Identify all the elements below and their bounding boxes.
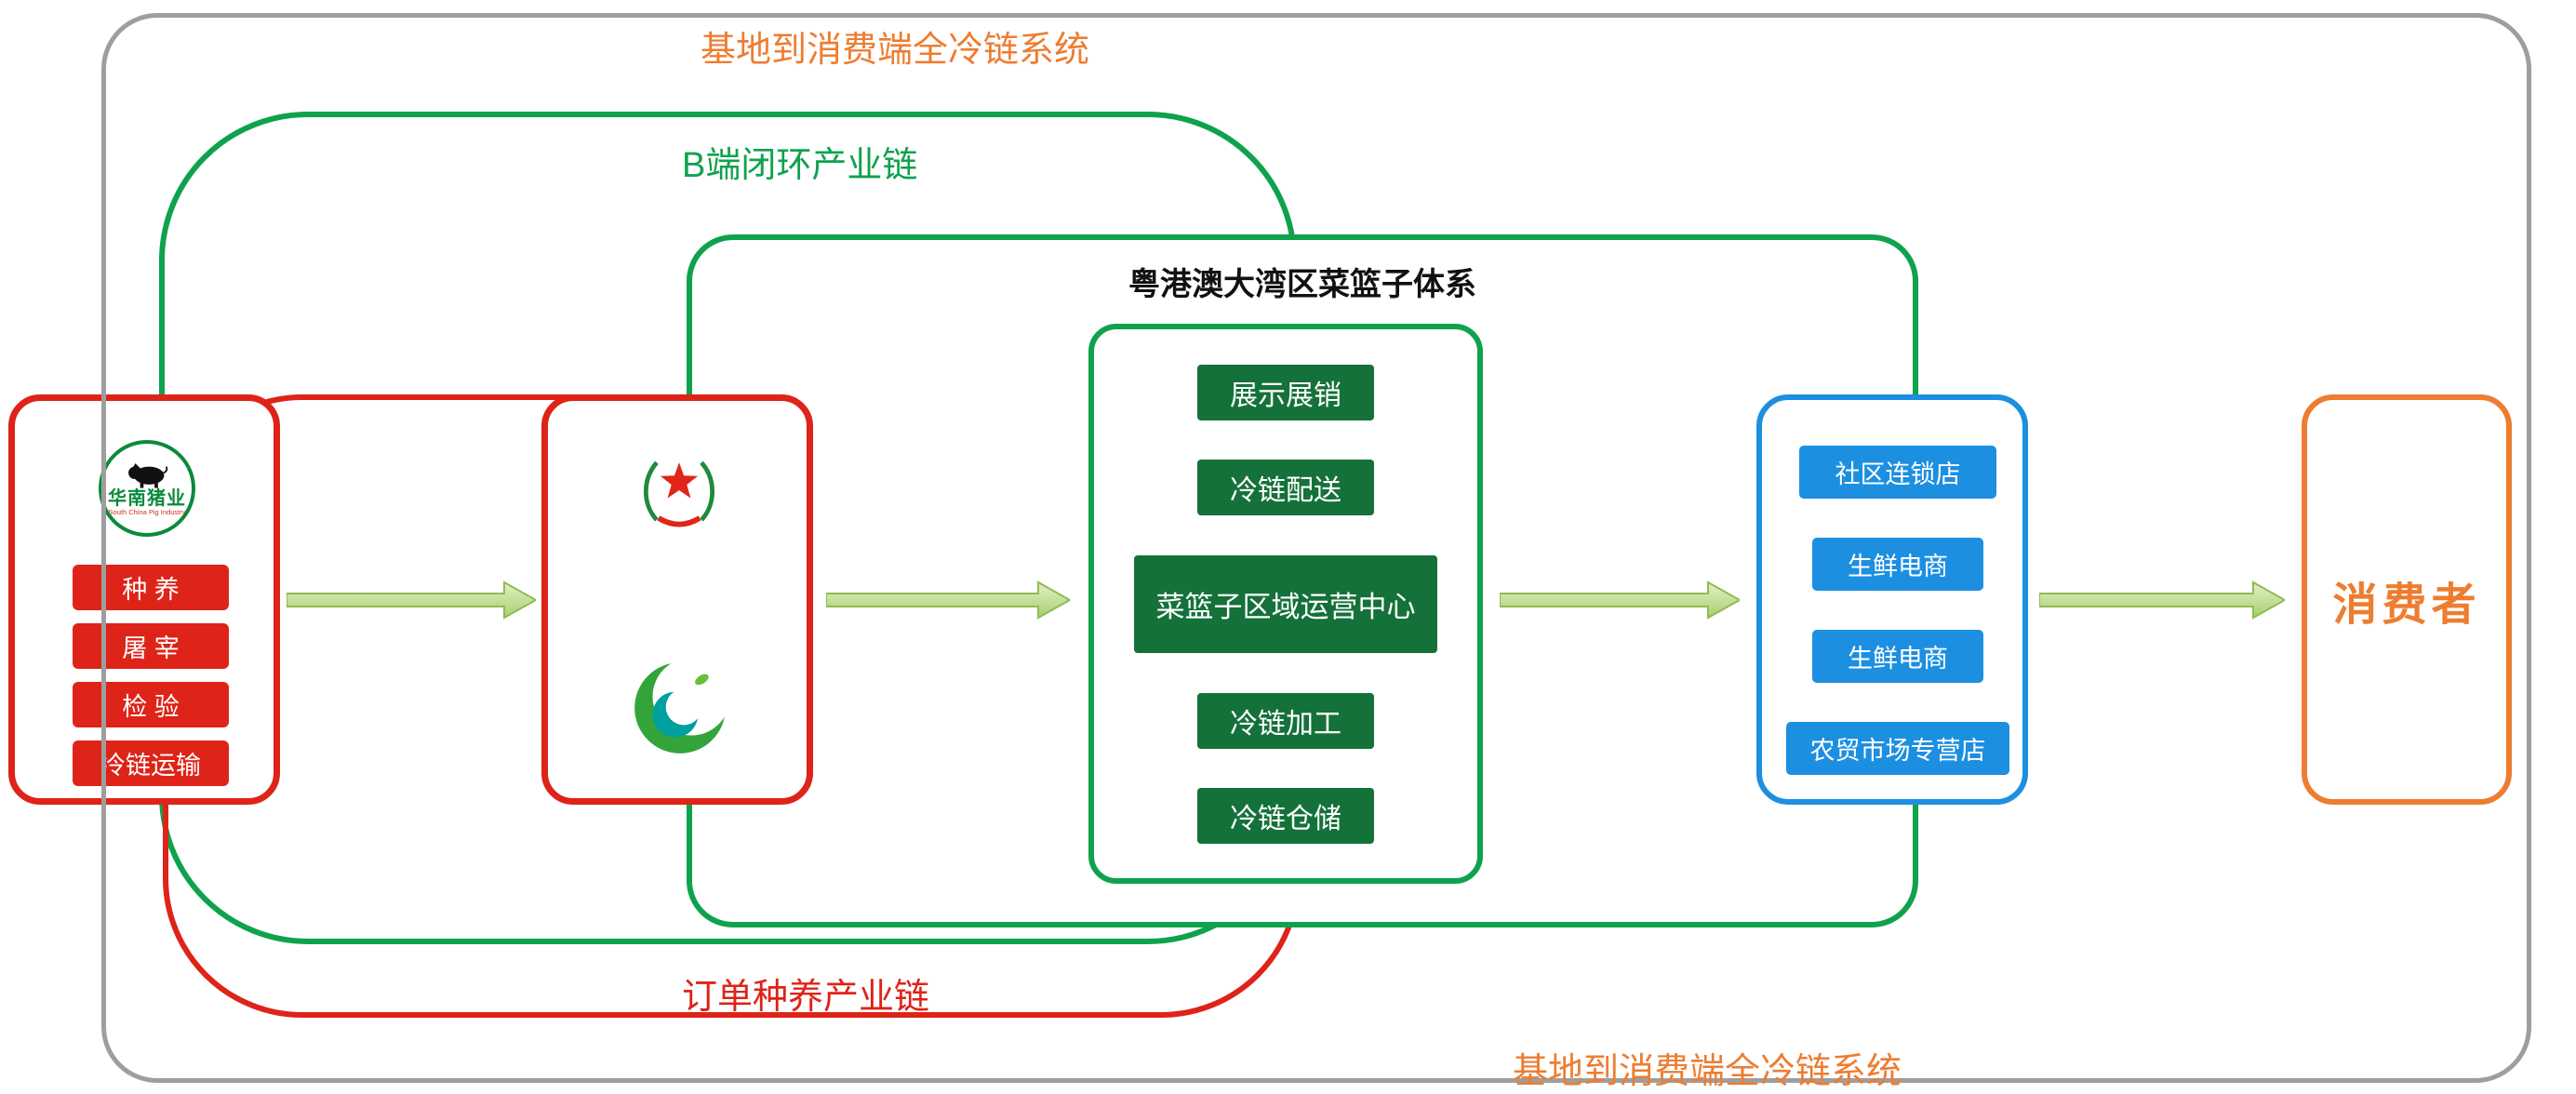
pig-silhouette-icon xyxy=(124,460,170,489)
consumer-label: 消费者 xyxy=(2332,580,2481,630)
node-cold-chain-processing: 冷链加工 xyxy=(1197,693,1374,749)
channel-farmers-market-store: 农贸市场专营店 xyxy=(1786,722,2009,775)
node-exhibition: 展示展销 xyxy=(1197,365,1374,420)
order-loop-label: 订单种养产业链 xyxy=(682,978,930,1017)
farm-card: 华南猪业 South China Pig Industry 种 养 屠 宰 检 … xyxy=(8,394,280,805)
node-cold-chain-storage: 冷链仓储 xyxy=(1197,788,1374,844)
system-label-bottom: 基地到消费端全冷链系统 xyxy=(1512,1052,1902,1091)
system-label-top: 基地到消费端全冷链系统 xyxy=(700,31,1090,70)
channel-fresh-ecommerce-2: 生鲜电商 xyxy=(1812,630,1983,683)
retail-card: 社区连锁店 生鲜电商 生鲜电商 农贸市场专营店 xyxy=(1756,394,2028,805)
basket-system-title: 粤港澳大湾区菜篮子体系 xyxy=(1128,267,1476,302)
node-regional-operation-center: 菜篮子区域运营中心 xyxy=(1134,555,1437,653)
arrow-cert-to-basket xyxy=(826,580,1070,620)
arrow-basket-to-retail xyxy=(1500,580,1740,620)
channel-community-chain-store: 社区连锁店 xyxy=(1799,446,1996,499)
farm-step-inspection: 检 验 xyxy=(73,682,229,727)
farm-step-breeding: 种 养 xyxy=(73,565,229,610)
consumer-card: 消费者 xyxy=(2302,394,2512,805)
farm-step-slaughter: 屠 宰 xyxy=(73,623,229,669)
farm-logo: 华南猪业 South China Pig Industry xyxy=(99,440,195,537)
arrow-retail-to-consumer xyxy=(2039,580,2285,620)
certification-card xyxy=(541,394,813,805)
channel-fresh-ecommerce-1: 生鲜电商 xyxy=(1812,538,1983,591)
farm-logo-subtitle: South China Pig Industry xyxy=(108,508,186,517)
outer-system-frame xyxy=(101,13,2531,1083)
greater-bay-area-basket-logo-icon xyxy=(626,654,734,762)
veterans-association-emblem-icon xyxy=(630,438,728,542)
farm-step-cold-transport: 冷链运输 xyxy=(73,740,229,786)
b-loop-label: B端闭环产业链 xyxy=(682,146,918,185)
farm-logo-name: 华南猪业 xyxy=(108,488,186,510)
arrow-farm-to-cert xyxy=(287,580,536,620)
node-cold-chain-delivery: 冷链配送 xyxy=(1197,460,1374,515)
